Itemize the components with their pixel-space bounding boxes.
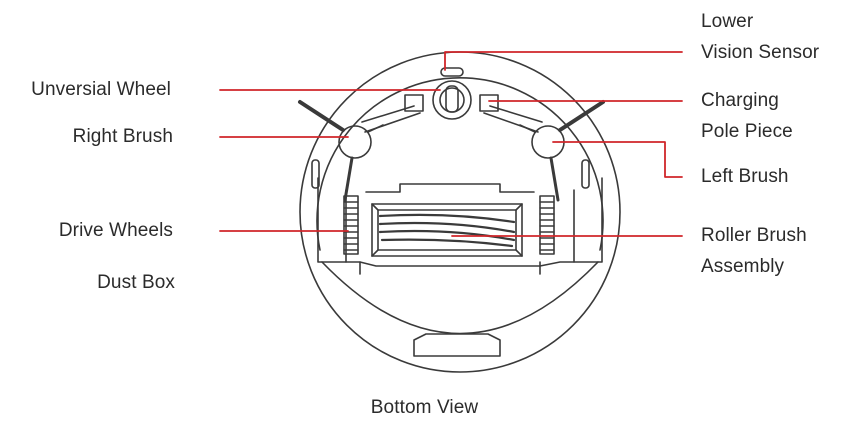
charging-pole-left-shape [404, 94, 424, 112]
bottom-lip [413, 333, 501, 357]
label-right-brush: Right Brush [72, 126, 173, 147]
dust-box-shape [345, 261, 575, 267]
vacuum-inner-ring [316, 77, 604, 251]
label-charging-pole-piece: Charging Pole Piece [701, 90, 793, 142]
leader-line-lower-vision-sensor [444, 51, 683, 71]
vacuum-bumper-arc [321, 261, 599, 335]
leader-line-left-brush [552, 141, 683, 178]
label-left-brush: Left Brush [701, 166, 789, 187]
right-side-recess [573, 177, 603, 263]
drive-wheel-left-shape [343, 195, 359, 255]
right-brush-shape [338, 125, 372, 159]
label-dust-box: Dust Box [97, 272, 175, 293]
lower-vision-sensor-shape [440, 67, 464, 77]
diagram-caption: Bottom View [370, 397, 479, 418]
roller-housing-top [365, 183, 535, 193]
universal-wheel-shape [432, 80, 472, 120]
vacuum-outer-shell [299, 51, 621, 373]
left-side-recess [317, 177, 347, 263]
label-unversial-wheel: Unversial Wheel [31, 79, 171, 100]
charging-pole-right-shape [479, 94, 499, 112]
drive-wheel-right-shape [539, 195, 555, 255]
roller-brush-frame [371, 203, 523, 257]
label-drive-wheels: Drive Wheels [58, 220, 173, 241]
label-lower-vision-sensor: Lower Vision Sensor [701, 11, 820, 63]
label-roller-brush-assembly: Roller Brush Assembly [701, 225, 807, 277]
